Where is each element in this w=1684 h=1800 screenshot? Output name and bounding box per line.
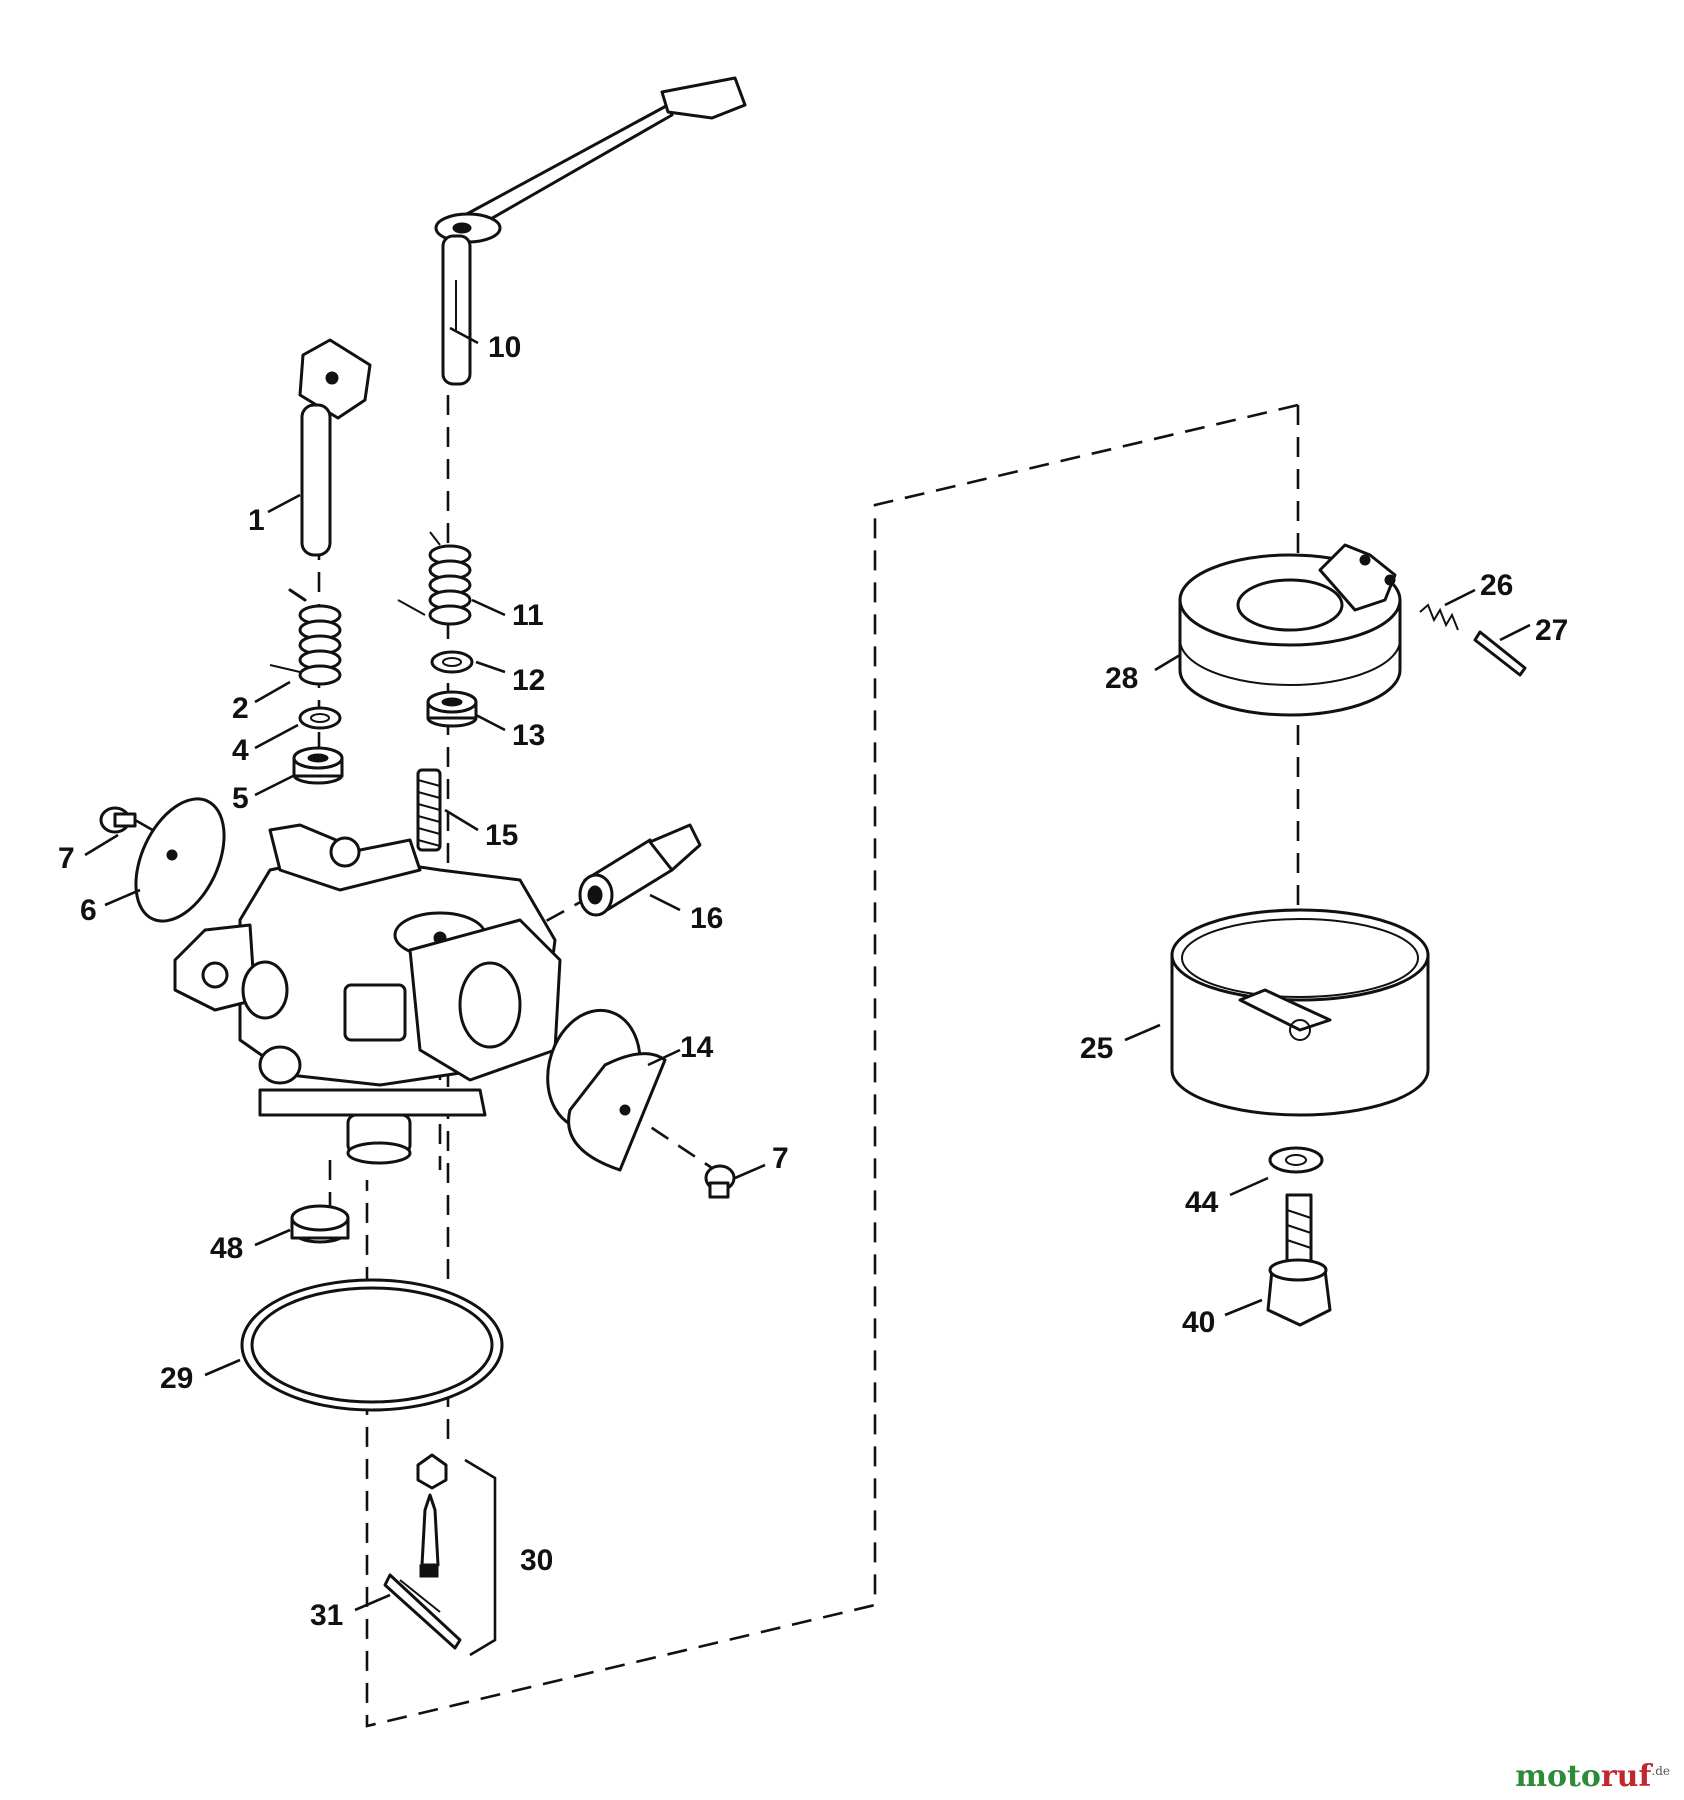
- callout-27: 27: [1535, 614, 1568, 647]
- watermark-logo: motoruf.de: [1515, 1759, 1670, 1794]
- part-31-clip: [383, 1573, 462, 1650]
- callout-7-right: 7: [772, 1142, 789, 1175]
- callout-4: 4: [232, 734, 249, 767]
- part-7-screw-a: [99, 806, 137, 834]
- callout-5: 5: [232, 782, 249, 815]
- callout-26: 26: [1480, 569, 1513, 602]
- callout-2: 2: [232, 692, 249, 725]
- part-40-bolt: [1266, 1193, 1332, 1327]
- part-48-plug: [290, 1204, 350, 1244]
- part-28-float: [1178, 543, 1402, 717]
- callout-44: 44: [1185, 1186, 1219, 1219]
- part-44-washer: [1268, 1146, 1324, 1174]
- part-14-plate: [546, 1008, 667, 1172]
- part-30-needle-and-seat: [416, 1453, 448, 1578]
- carburetor-body: [173, 823, 562, 1165]
- callout-10: 10: [488, 331, 521, 364]
- leader-lines: [84, 326, 1531, 1612]
- watermark-brand-b: ruf: [1600, 1759, 1652, 1794]
- part-2-spring: [269, 588, 342, 686]
- watermark-brand-a: moto: [1515, 1759, 1601, 1794]
- part-29-gasket: [240, 1278, 504, 1412]
- part-10-throttle-shaft: [434, 76, 747, 386]
- callout-labels: 10 1 11 12 13 2 4 5 15 7 6 16 14 7 48 29…: [58, 331, 1568, 1632]
- callout-48: 48: [210, 1232, 243, 1265]
- callout-40: 40: [1182, 1306, 1215, 1339]
- callout-25: 25: [1080, 1032, 1113, 1065]
- part-6-plate: [134, 797, 226, 923]
- callout-11: 11: [512, 599, 544, 632]
- callout-29: 29: [160, 1362, 193, 1395]
- part-27-pin: [1473, 630, 1527, 677]
- part-4-washer: [298, 706, 342, 730]
- callout-15: 15: [485, 819, 518, 852]
- part-13-seal: [426, 690, 478, 728]
- part-26-spring: [1419, 603, 1459, 631]
- part-25-float-bowl: [1170, 908, 1430, 1117]
- callout-16: 16: [690, 902, 723, 935]
- callout-30: 30: [520, 1544, 553, 1577]
- callout-1: 1: [248, 504, 265, 537]
- bracket-30: [464, 1458, 497, 1657]
- part-12-washer: [430, 650, 474, 674]
- callout-6: 6: [80, 894, 97, 927]
- part-11-spring: [397, 531, 472, 626]
- callout-28: 28: [1105, 662, 1138, 695]
- watermark-suffix: .de: [1651, 1764, 1670, 1778]
- part-5-seal: [292, 746, 344, 785]
- part-16-fuel-fitting: [578, 823, 702, 917]
- part-7-screw-b: [704, 1164, 736, 1199]
- part-15-spring: [416, 768, 442, 852]
- callout-13: 13: [512, 719, 545, 752]
- part-1-choke-shaft: [298, 338, 372, 557]
- callout-31: 31: [310, 1599, 343, 1632]
- callout-7-left: 7: [58, 842, 75, 875]
- callout-12: 12: [512, 664, 545, 697]
- callout-14: 14: [680, 1031, 714, 1064]
